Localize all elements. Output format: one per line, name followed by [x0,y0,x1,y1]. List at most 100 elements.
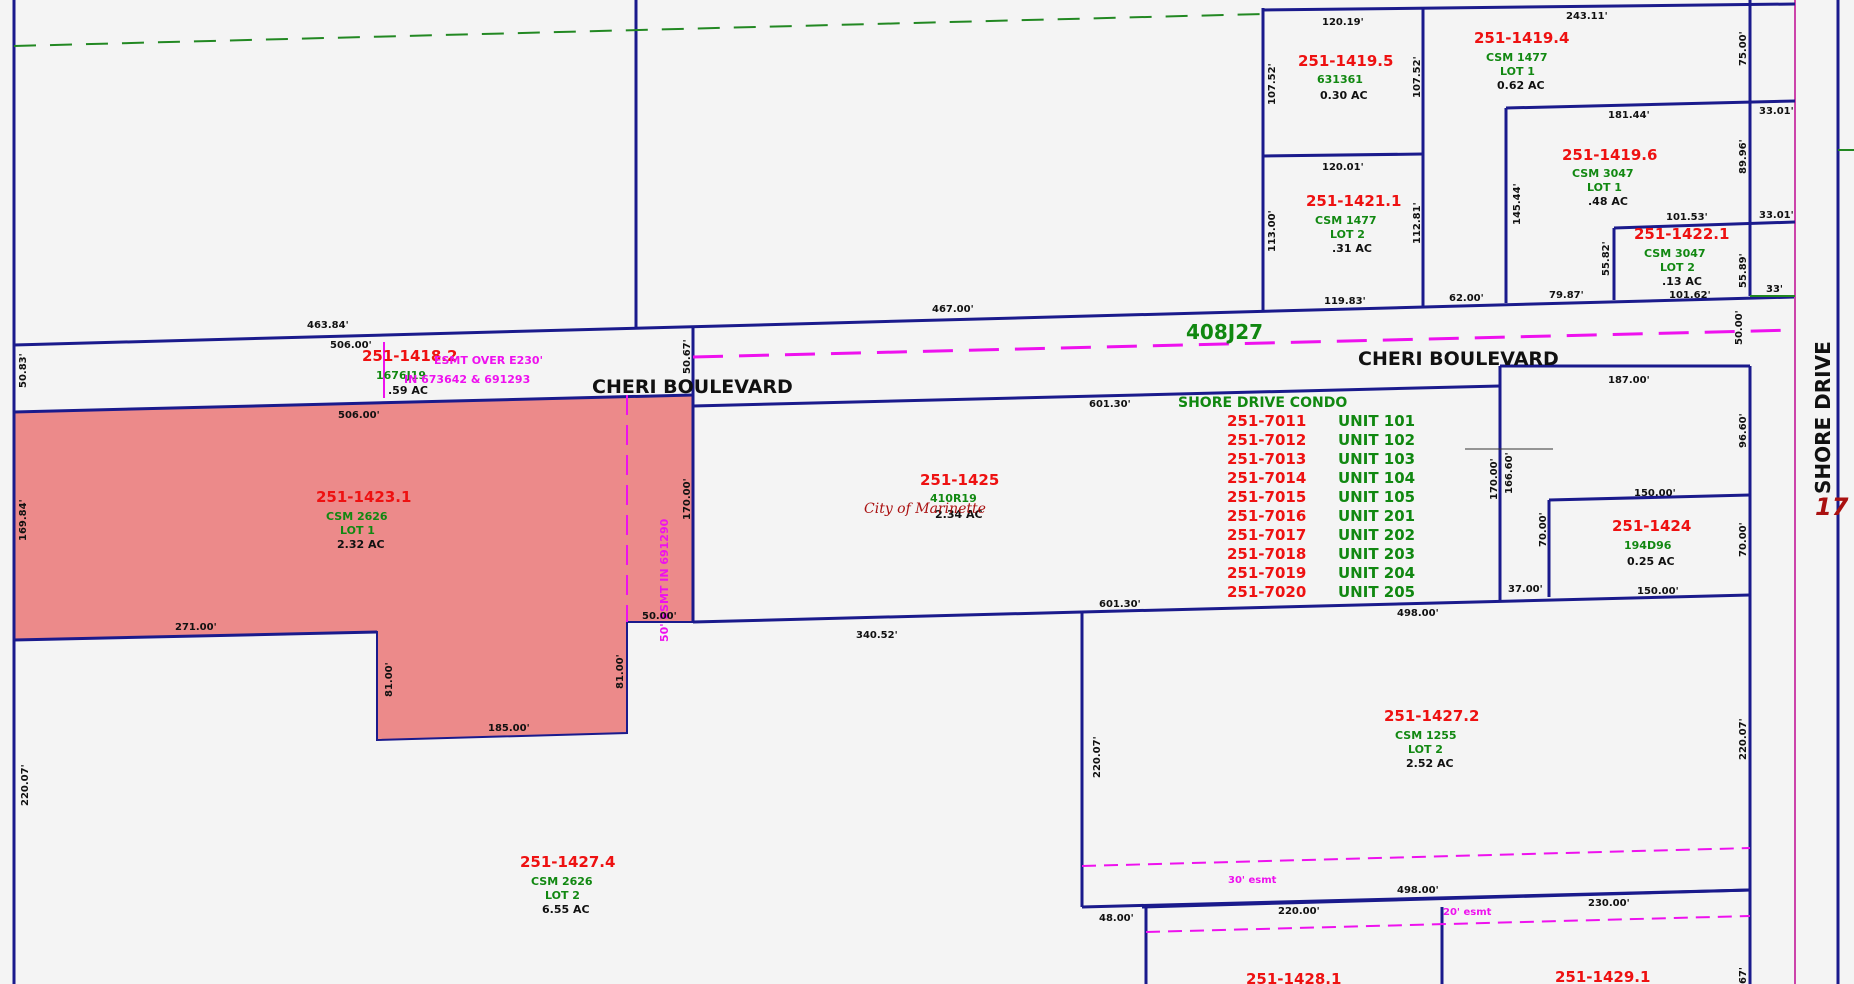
dim-label: 33.01' [1759,210,1794,221]
condo-unit-id[interactable]: 251-7013 [1227,450,1306,468]
condo-unit-id[interactable]: 251-7016 [1227,507,1306,525]
dim-label: 89.96' [1738,139,1749,174]
dim-label: 145.44' [1512,183,1523,225]
dim-label: 150.00' [1634,488,1676,499]
esmt-note: ESMT OVER E230' [434,354,543,367]
parcel-id[interactable]: 251-1425 [920,471,999,489]
condo-unit-label: UNIT 105 [1338,488,1415,506]
parcel-id[interactable]: 251-1428.1 [1246,970,1341,984]
dim-label: 96.60' [1738,413,1749,448]
dim-label: 81.00' [615,654,626,689]
parcel-lines [12,0,1840,984]
dim-label: 169.84' [18,499,29,541]
parcel-area: 0.25 AC [1627,555,1675,568]
parcel-id[interactable]: 251-1429.1 [1555,968,1650,984]
parcel-id[interactable]: 251-1423.1 [316,488,411,506]
dim-label: 55.82' [1601,241,1612,276]
parcel-area: 0.62 AC [1497,79,1545,92]
condo-unit-label: UNIT 101 [1338,412,1415,430]
dim-label: 230.00' [1588,898,1630,909]
condo-unit-id[interactable]: 251-7014 [1227,469,1306,487]
road-label-cheri-east: CHERI BOULEVARD [1358,348,1559,370]
parcel-lot: LOT 2 [1330,228,1365,241]
parcel-area: .31 AC [1332,242,1372,255]
parcel-area: 2.34 AC [935,508,983,521]
parcel-id[interactable]: 251-1419.6 [1562,146,1657,164]
condo-unit-label: UNIT 205 [1338,583,1415,601]
parcel-id[interactable]: 251-1424 [1612,517,1691,535]
condo-unit-label: UNIT 204 [1338,564,1415,582]
owner-label: City of Marinette [864,501,986,517]
dim-label: 498.00' [1397,885,1439,896]
dim-label: 33.01' [1759,106,1794,117]
dim-label: 506.00' [338,410,380,421]
parcel-csm: CSM 2626 [326,510,388,523]
parcel-doc: 194D96 [1624,539,1672,552]
condo-unit-id[interactable]: 251-7019 [1227,564,1306,582]
dim-label: 506.00' [330,340,372,351]
road-label-cheri-west: CHERI BOULEVARD [592,376,793,398]
parcel-id[interactable]: 251-1419.4 [1474,29,1569,47]
dim-label: 112.81' [1412,202,1423,244]
easement-lines [13,13,1796,933]
dim-label: 33' [1766,284,1783,295]
dim-label: 50.00' [642,611,677,622]
parcel-doc: 410R19 [930,492,977,505]
dim-label: 170.00' [1489,458,1500,500]
condo-unit-label: UNIT 203 [1338,545,1415,563]
dim-label: 601.30' [1089,399,1131,410]
dim-label: 243.11' [1566,11,1608,22]
dim-label: 185.00' [488,723,530,734]
dim-label: 498.00' [1397,608,1439,619]
parcel-csm: CSM 1477 [1486,51,1548,64]
parcel-id[interactable]: 251-1427.2 [1384,707,1479,725]
dim-label: 220.07' [20,764,31,806]
dim-label: 101.53' [1666,212,1708,223]
esmt-note: IN 673642 & 691293 [404,373,530,386]
dim-label: 120.01' [1322,162,1364,173]
dim-label: 220.07' [1738,718,1749,760]
parcel-id[interactable]: 251-1421.1 [1306,192,1401,210]
parcel-lot: LOT 1 [1587,181,1622,194]
dim-label: 170.00' [682,478,693,520]
condo-unit-id[interactable]: 251-7011 [1227,412,1306,430]
dim-label: 70.00' [1738,522,1749,557]
condo-unit-id[interactable]: 251-7017 [1227,526,1306,544]
parcel-id[interactable]: 251-1418.2 [362,347,457,365]
parcel-csm: CSM 2626 [531,875,593,888]
parcel-csm: CSM 1477 [1315,214,1377,227]
parcel-id[interactable]: 251-1422.1 [1634,225,1729,243]
parcel-lot: LOT 1 [340,524,375,537]
parcel-id[interactable]: 251-1427.4 [520,853,615,871]
dim-label: 107.52' [1267,63,1278,105]
condo-unit-id[interactable]: 251-7015 [1227,488,1306,506]
dim-label: 75.00' [1738,31,1749,66]
dim-label: 81.00' [384,662,395,697]
parcel-lot: LOT 2 [545,889,580,902]
condo-title: SHORE DRIVE CONDO [1178,395,1347,411]
parcel-lot: LOT 2 [1660,261,1695,274]
dim-label: 67' [1738,967,1749,984]
parcel-id[interactable]: 251-1419.5 [1298,52,1393,70]
parcel-lot: LOT 1 [1500,65,1535,78]
dim-label: 62.00' [1449,293,1484,304]
condo-unit-id[interactable]: 251-7020 [1227,583,1306,601]
condo-unit-id[interactable]: 251-7012 [1227,431,1306,449]
dim-label: 119.83' [1324,296,1366,307]
easement-label: 50' ESMT IN 691290 [658,518,671,642]
dimension-labels-vertical: 75.00' 107.52' 107.52' 89.96' 113.00' 11… [18,31,1749,984]
parcel-area: .48 AC [1588,195,1628,208]
dim-label: 150.00' [1637,586,1679,597]
dim-label: 37.00' [1508,584,1543,595]
parcel-area: 0.30 AC [1320,89,1368,102]
dim-label: 113.00' [1267,210,1278,252]
dim-label: 50.67' [682,339,693,374]
dim-label: 55.89' [1738,253,1749,288]
condo-unit-label: UNIT 201 [1338,507,1415,525]
parcel-csm: CSM 1255 [1395,729,1457,742]
dim-label: 101.62' [1669,290,1711,301]
dim-label: 50.00' [1734,310,1745,345]
dim-label: 271.00' [175,622,217,633]
condo-unit-id[interactable]: 251-7018 [1227,545,1306,563]
